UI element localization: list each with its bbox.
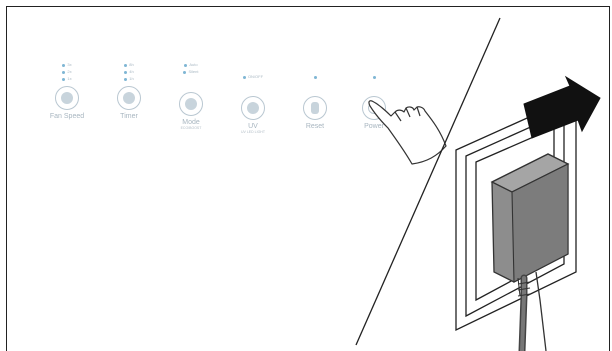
power-adapter-icon bbox=[492, 154, 568, 351]
hand-icon bbox=[369, 101, 446, 164]
